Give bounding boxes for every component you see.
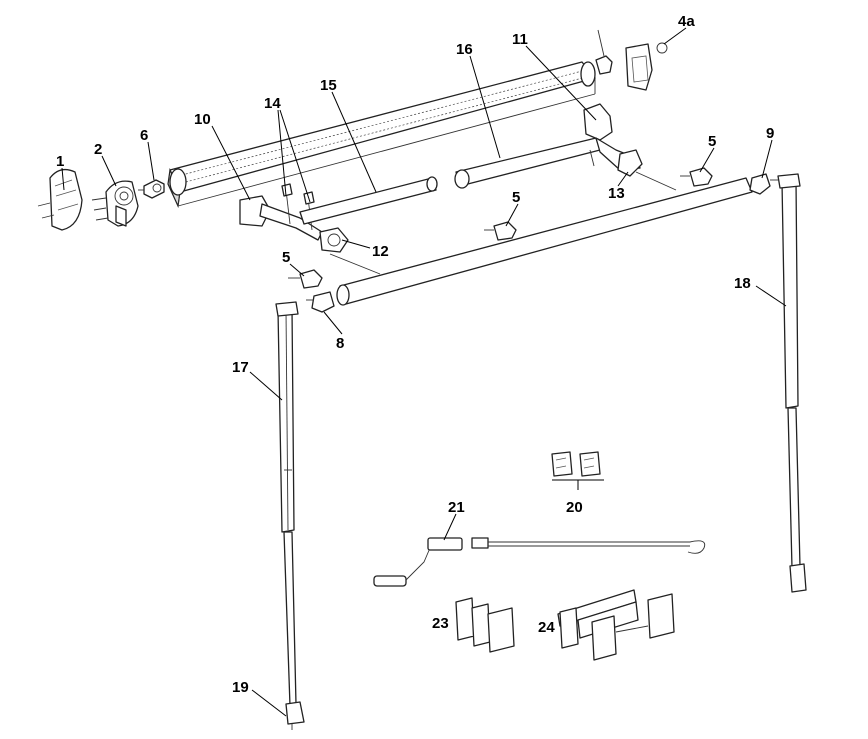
callout-6: 6: [140, 127, 148, 144]
left-foot-bracket: [285, 701, 305, 730]
callout-11: 11: [512, 31, 528, 48]
mounting-plates-small: [455, 597, 515, 653]
callout-9: 9: [766, 125, 774, 142]
callout-8: 8: [336, 335, 344, 352]
awning-crank-handle: [373, 537, 706, 587]
callout-5-right: 5: [708, 133, 716, 150]
callout-17: 17: [232, 359, 249, 376]
callout-5-center: 5: [512, 189, 520, 206]
callout-2: 2: [94, 141, 102, 158]
right-vertical-arm: [777, 173, 807, 593]
callout-labels: 1 2 6 10 14 15 16 11 4a 5 9 13 5 12 5 8 …: [56, 13, 774, 696]
callout-12: 12: [372, 243, 389, 260]
callout-23: 23: [432, 615, 449, 632]
bracket-left: [306, 291, 335, 313]
mounting-plates-large: [557, 589, 675, 661]
end-plug-right: [680, 167, 713, 187]
callout-13: 13: [608, 185, 625, 202]
callout-20: 20: [566, 499, 583, 516]
callout-14: 14: [264, 95, 281, 112]
clip-pair: [551, 451, 604, 481]
awning-canopy: [329, 171, 753, 306]
callout-18: 18: [734, 275, 751, 292]
end-cap-left: [37, 168, 83, 231]
left-vertical-arm: [275, 301, 299, 707]
callout-16: 16: [456, 41, 473, 58]
callout-10: 10: [194, 111, 211, 128]
callout-19: 19: [232, 679, 249, 696]
callout-21: 21: [448, 499, 465, 516]
end-cap-right: [595, 29, 668, 91]
callout-5-left: 5: [282, 249, 290, 266]
coupling-left: [138, 179, 165, 199]
callout-4a: 4a: [678, 13, 695, 30]
roller-tube: [167, 61, 596, 209]
right-support-arm: [454, 103, 643, 189]
end-plug-center: [484, 221, 517, 241]
callout-15: 15: [320, 77, 337, 94]
callout-24: 24: [538, 619, 555, 636]
gearbox-assembly: [91, 180, 139, 227]
leader-lines: [61, 27, 787, 717]
bracket-right: [749, 173, 778, 195]
end-plug-left: [288, 269, 323, 289]
callout-1: 1: [56, 153, 64, 170]
left-support-arm: [239, 176, 438, 253]
